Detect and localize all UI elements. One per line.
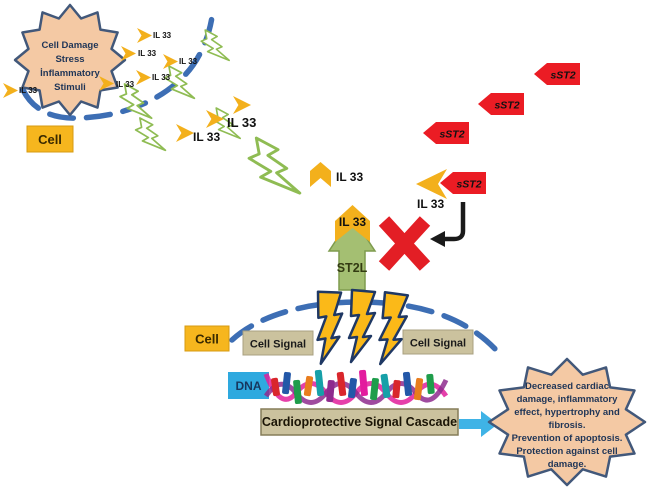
sst2-molecules: sST2 sST2 sST2 sST2 IL 33: [416, 63, 580, 211]
inhibition-arrowhead-icon: [430, 231, 445, 247]
stimulus-line: İnflammatory: [40, 68, 100, 79]
inhibition-arrow: [445, 202, 466, 242]
signal-lightning-bolts: [313, 288, 410, 367]
il33-chevron-icon: [137, 28, 152, 43]
il33-molecules: IL 33 IL 33 IL 33 IL 33 IL 33 IL 33 IL 3…: [3, 28, 256, 144]
red-x-icon: [378, 216, 431, 271]
il33-label: IL 33: [152, 73, 171, 82]
cascade-text: Cardioprotective Signal Cascade: [262, 415, 457, 429]
il33-chevron-icon: [176, 124, 194, 142]
dna-base-pairs: [271, 369, 435, 405]
cell-signal-right-box: Cell Signal: [402, 329, 474, 355]
sst2-label: sST2: [494, 100, 519, 112]
cell-signal-text: Cell Signal: [410, 338, 466, 350]
il33-chevron-icon: [3, 83, 18, 98]
lower-cell-label: Cell: [184, 325, 230, 352]
outcome-line: effect, hypertrophy and: [514, 407, 620, 418]
upper-cell-label: Cell: [26, 125, 74, 153]
il33-label: IL 33: [339, 215, 366, 229]
il33-label: IL 33: [116, 80, 135, 89]
lightning-bolt-icon: [247, 136, 302, 195]
sst2-molecule: sST2: [478, 93, 524, 115]
sst2-label: sST2: [439, 129, 464, 141]
il33-label: IL 33: [153, 31, 172, 40]
il33-label: IL 33: [417, 197, 444, 211]
stimulus-line: Stress: [55, 54, 84, 65]
lightning-bolt-icon: [134, 117, 167, 152]
result-arrow-icon: [459, 411, 498, 437]
il33-chevron-icon: [310, 162, 331, 187]
signal-bolt-icon: [347, 288, 377, 364]
stimulus-line: Stimuli: [54, 82, 86, 93]
il33-sst2-complex: sST2 IL 33: [416, 169, 486, 211]
il33-chevron-icon: [416, 169, 447, 199]
outcome-line: Prevention of apoptosis.: [512, 433, 623, 444]
dna-label-text: DNA: [236, 379, 262, 393]
outcome-line: Protection against cell: [516, 446, 617, 457]
st2l-label: ST2L: [337, 261, 368, 275]
starburst-shape: [487, 357, 647, 487]
il33-label: IL 33: [179, 57, 198, 66]
sst2-molecule: sST2: [534, 63, 580, 85]
il33-chevron-icon: [233, 96, 251, 114]
dna-label-box: DNA: [228, 372, 269, 399]
il33-label: IL 33: [227, 115, 256, 130]
blocked-signal: [378, 202, 466, 271]
dna-helix: [263, 369, 449, 405]
outcome-line: damage.: [548, 459, 587, 470]
il33-free-molecule: IL 33: [310, 162, 363, 187]
cascade-box: Cardioprotective Signal Cascade: [260, 408, 459, 436]
stimulus-starburst: Cell Damage Stress İnflammatory Stimuli: [13, 3, 127, 117]
sst2-label: sST2: [456, 179, 481, 191]
cell-label-text: Cell: [195, 332, 219, 347]
starburst-shape: [13, 3, 127, 117]
il33-chevron-icon: [136, 70, 151, 85]
il33-label: IL 33: [19, 86, 38, 95]
outcome-starburst: Decreased cardiac damage, inflammatory e…: [487, 357, 647, 487]
outcome-line: Decreased cardiac: [525, 381, 609, 392]
sst2-molecule: sST2: [423, 122, 469, 144]
il33-label: IL 33: [193, 130, 220, 144]
cell-signal-left-box: Cell Signal: [242, 330, 314, 356]
sst2-label: sST2: [550, 70, 575, 82]
il33-chevron-icon: [335, 205, 370, 242]
cell-signal-text: Cell Signal: [250, 339, 306, 351]
il33-chevron-icon: [121, 46, 136, 61]
outcome-line: fibrosis.: [549, 420, 586, 431]
st2l-receptor: IL 33 ST2L: [327, 205, 377, 291]
outcome-line: damage, inflammatory: [517, 394, 619, 405]
il33-label: IL 33: [336, 170, 363, 184]
cell-label-text: Cell: [38, 132, 62, 147]
il33-label: IL 33: [138, 49, 157, 58]
stimulus-line: Cell Damage: [41, 40, 98, 51]
